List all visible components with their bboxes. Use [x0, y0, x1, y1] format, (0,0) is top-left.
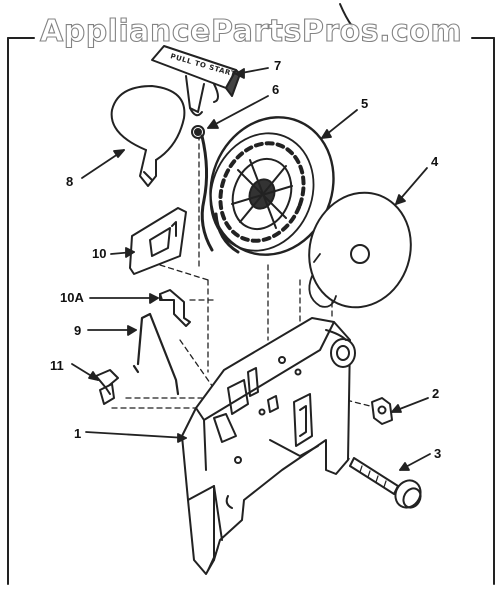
- main-frame-bracket: [181, 317, 356, 575]
- starter-rope: [191, 125, 214, 252]
- small-bracket: [159, 289, 191, 327]
- callout-10a: 10A: [60, 290, 84, 305]
- control-clip: [95, 369, 119, 405]
- callout-7: 7: [274, 58, 282, 73]
- diagram-border: [7, 3, 495, 585]
- callout-leaders: [71, 67, 431, 471]
- callout-9: 9: [74, 323, 82, 338]
- callout-3: 3: [434, 446, 442, 461]
- callout-5: 5: [361, 96, 369, 111]
- retainer-plate: [129, 207, 187, 275]
- callout-1: 1: [74, 426, 82, 441]
- callout-11: 11: [50, 358, 64, 373]
- nut: [371, 397, 393, 425]
- callout-8: 8: [66, 174, 74, 189]
- callout-6: 6: [272, 82, 280, 97]
- starter-pulley: [209, 116, 335, 256]
- watermark: AppliancePartsPros.com: [39, 13, 463, 49]
- callout-10: 10: [92, 246, 107, 261]
- wire-link: [132, 312, 180, 396]
- bolt: [349, 457, 422, 509]
- recoil-spring-disc: [308, 191, 412, 309]
- starter-handle: PULL TO START: [151, 45, 241, 117]
- spring-clip: [110, 85, 186, 187]
- callout-4: 4: [431, 154, 439, 169]
- callout-2: 2: [432, 386, 440, 401]
